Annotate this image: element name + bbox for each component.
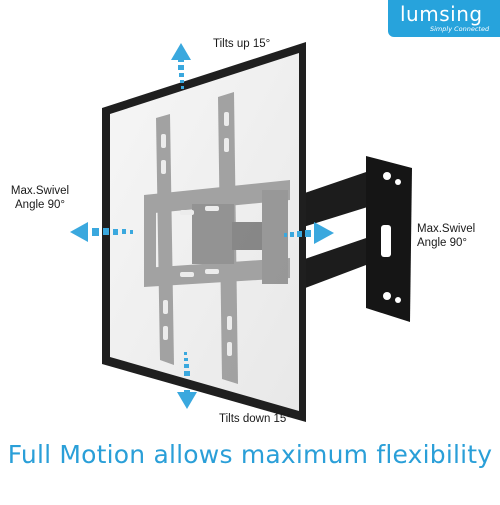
tilt-down-arrow-icon <box>177 352 197 409</box>
tilt-up-label: Tilts up 15° <box>213 38 271 50</box>
swivel-left-label: Max.Swivel Angle 90° <box>6 184 74 212</box>
tilt-up-arrow-icon <box>171 43 191 89</box>
swivel-right-line1: Max.Swivel <box>417 223 476 235</box>
swivel-right-label: Max.Swivel Angle 90° <box>417 222 491 250</box>
swivel-right-line2: Angle 90° <box>417 237 467 249</box>
tilt-down-label: Tilts down 15° <box>219 413 291 425</box>
brand-badge: lumsing Simply Connected <box>388 0 500 37</box>
swivel-left-line1: Max.Swivel <box>10 185 70 197</box>
brand-logo: lumsing <box>400 2 483 26</box>
brand-tagline: Simply Connected <box>430 25 490 33</box>
swivel-right-arrow-icon <box>284 222 334 244</box>
swivel-left-line2: Angle 90° <box>15 199 65 211</box>
headline: Full Motion allows maximum flexibility <box>7 440 493 469</box>
swivel-left-arrow-icon <box>70 222 133 242</box>
